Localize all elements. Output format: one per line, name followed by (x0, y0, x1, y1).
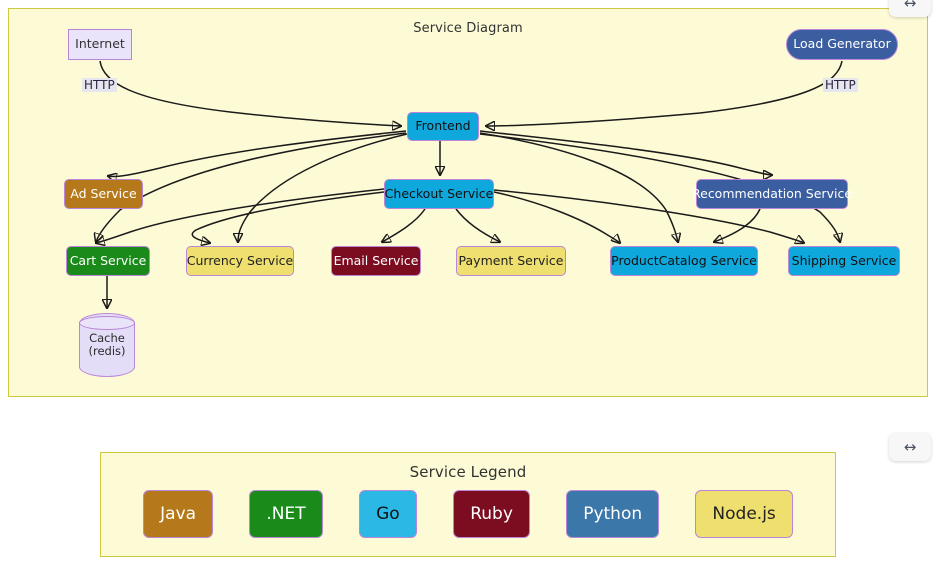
edge-label-http-loadgen: HTTP (823, 78, 858, 92)
node-recommend-label: Recommendation Service (692, 185, 853, 201)
node-currency-label: Currency Service (186, 252, 294, 268)
node-cache-label-line1: Cache (89, 330, 125, 345)
diagram-resize-handle[interactable]: ↔ (889, 0, 931, 17)
node-loadgen-label: Load Generator (793, 36, 891, 52)
node-frontend[interactable]: Frontend (407, 112, 479, 141)
node-cache-label-line2: (redis) (88, 344, 126, 358)
resize-horizontal-icon: ↔ (903, 438, 917, 456)
node-productcatalog[interactable]: ProductCatalog Service (610, 246, 758, 276)
node-productcatalog-label: ProductCatalog Service (611, 252, 757, 268)
legend-chip-ruby[interactable]: Ruby (453, 490, 530, 538)
legend-chip-python[interactable]: Python (566, 490, 660, 538)
node-adservice-label: Ad Service (70, 185, 137, 201)
legend-title: Service Legend (409, 463, 527, 481)
node-internet[interactable]: Internet (68, 29, 132, 60)
node-payment[interactable]: Payment Service (456, 246, 566, 276)
legend-chip-ruby-label: Ruby (470, 504, 513, 524)
node-adservice[interactable]: Ad Service (64, 179, 143, 209)
node-currency[interactable]: Currency Service (186, 246, 294, 276)
node-frontend-label: Frontend (415, 118, 471, 134)
legend-chip-nodejs[interactable]: Node.js (695, 490, 793, 538)
legend-chip-java-label: Java (160, 504, 197, 524)
legend-chip-go[interactable]: Go (358, 490, 417, 538)
node-checkout-label: Checkout Service (384, 185, 494, 201)
node-internet-label: Internet (75, 36, 125, 52)
node-email[interactable]: Email Service (331, 246, 421, 276)
legend-chip-python-label: Python (583, 504, 643, 524)
node-cache[interactable]: Cache(redis) (79, 313, 135, 377)
node-checkout[interactable]: Checkout Service (384, 179, 494, 209)
node-cart-label: Cart Service (69, 252, 147, 268)
legend-chip-nodejs-label: Node.js (712, 504, 776, 524)
legend-items: Java .NET Go Ruby Python Node.js (101, 483, 835, 545)
legend-chip-go-label: Go (376, 504, 400, 524)
legend-chip-dotnet[interactable]: .NET (249, 490, 323, 538)
resize-horizontal-icon: ↔ (903, 0, 917, 12)
node-cart[interactable]: Cart Service (66, 246, 150, 276)
legend-chip-java[interactable]: Java (143, 490, 214, 538)
node-recommend[interactable]: Recommendation Service (692, 179, 852, 209)
diagram-title: Service Diagram (413, 21, 523, 36)
node-loadgen[interactable]: Load Generator (786, 29, 898, 60)
legend-resize-handle[interactable]: ↔ (889, 433, 931, 461)
node-shipping[interactable]: Shipping Service (788, 246, 900, 276)
node-email-label: Email Service (333, 252, 419, 268)
node-payment-label: Payment Service (458, 252, 564, 268)
node-shipping-label: Shipping Service (791, 252, 897, 268)
edge-label-http-internet: HTTP (82, 78, 117, 92)
legend-chip-dotnet-label: .NET (266, 504, 306, 524)
service-legend-panel: Service Legend Java .NET Go Ruby Python Node.… (100, 452, 836, 557)
